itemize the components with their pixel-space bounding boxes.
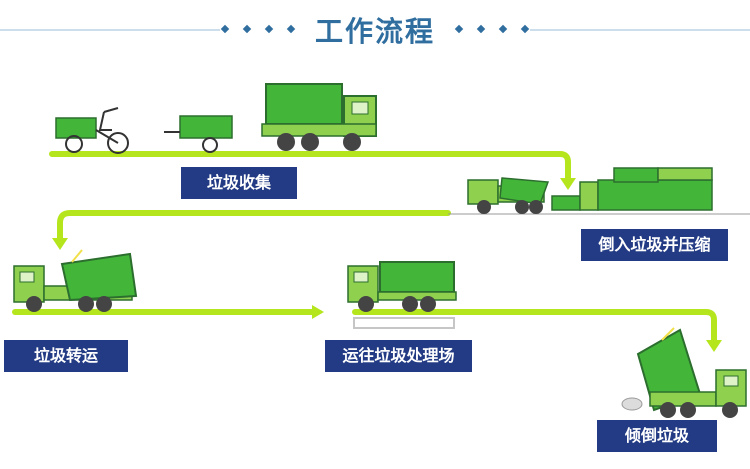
tricycle-icon xyxy=(55,107,129,154)
title-divider-left xyxy=(0,24,296,34)
dumping-truck-icon xyxy=(621,327,747,418)
flow-path xyxy=(12,151,717,343)
step-label-transfer: 垃圾转运 xyxy=(4,340,128,372)
step-label-collect: 垃圾收集 xyxy=(181,167,297,199)
page-title: 工作流程 xyxy=(314,15,435,48)
step-label-compress: 倒入垃圾并压缩 xyxy=(581,229,728,261)
collection-truck-icon xyxy=(261,83,377,151)
handcart-icon xyxy=(164,115,233,153)
title-divider-right xyxy=(454,24,750,34)
tipping-truck-icon xyxy=(467,177,550,214)
step-label-dump: 倾倒垃圾 xyxy=(597,420,717,452)
container-truck-icon xyxy=(347,261,457,329)
flow-arrowheads xyxy=(52,178,722,352)
transfer-truck-icon xyxy=(13,249,138,312)
compactor-station-icon xyxy=(551,167,713,211)
step-label-to-site: 运往垃圾处理场 xyxy=(325,340,472,372)
